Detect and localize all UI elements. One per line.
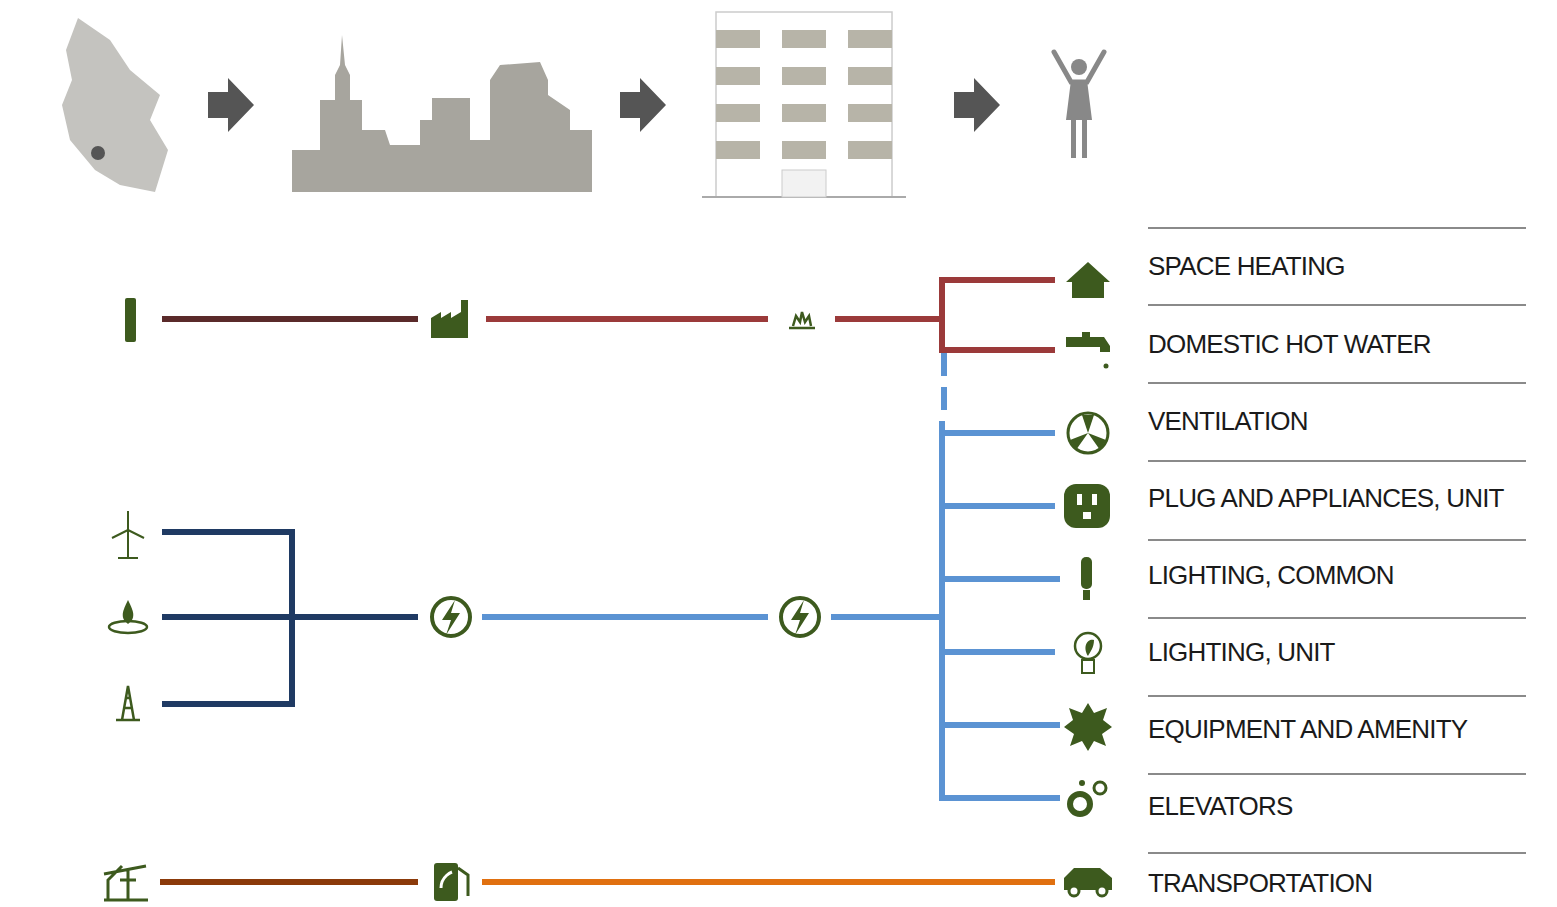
end-use-label: VENTILATION [1148, 408, 1308, 434]
end-use-label: TRANSPORTATION [1148, 870, 1372, 896]
end-use-label: LIGHTING, UNIT [1148, 639, 1335, 665]
flow-icons [104, 262, 1112, 901]
separator-rules [1148, 228, 1526, 853]
end-use-label: ELEVATORS [1148, 793, 1293, 819]
end-use-label: SPACE HEATING [1148, 253, 1345, 279]
end-use-label: DOMESTIC HOT WATER [1148, 331, 1431, 357]
end-use-label: PLUG AND APPLIANCES, UNIT [1148, 485, 1504, 511]
gas-flow-lines [162, 280, 1055, 350]
end-use-label: EQUIPMENT AND AMENITY [1148, 716, 1467, 742]
person-figure [1054, 52, 1104, 158]
electricity-flow-lines [162, 353, 1060, 801]
end-use-label: LIGHTING, COMMON [1148, 562, 1394, 588]
city-skyline [292, 35, 592, 192]
apartment-building [702, 12, 906, 197]
bc-map [62, 18, 168, 192]
fuel-flow-lines [160, 879, 1055, 885]
